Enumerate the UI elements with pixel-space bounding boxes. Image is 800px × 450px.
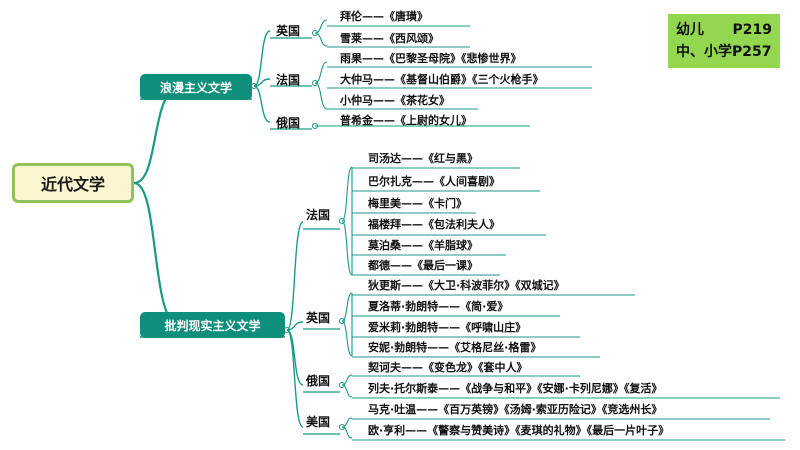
leaf-item: 司汤达——《红与黑》 bbox=[368, 152, 478, 165]
leaf-item: 爱米莉·勃朗特——《呼啸山庄》 bbox=[368, 321, 527, 334]
branch-realism: 批判现实主义文学 bbox=[140, 312, 285, 338]
country-realism-england: 英国 bbox=[306, 311, 331, 325]
country-romanticism-france: 法国 bbox=[276, 73, 301, 87]
leaf-item: 都德——《最后一课》 bbox=[368, 259, 478, 272]
country-romanticism-russia: 俄国 bbox=[276, 116, 301, 130]
leaf-item: 列夫·托尔斯泰——《战争与和平》《安娜·卡列尼娜》《复活》 bbox=[368, 382, 663, 395]
branch-romanticism: 浪漫主义文学 bbox=[140, 74, 252, 100]
root-label: 近代文学 bbox=[40, 175, 105, 194]
leaf-item: 狄更斯——《大卫·科波菲尔》《双城记》 bbox=[368, 279, 565, 292]
leaf-item: 夏洛蒂·勃朗特——《简·爱》 bbox=[368, 300, 509, 313]
branch-romanticism-label: 浪漫主义文学 bbox=[159, 80, 232, 95]
leaf-item: 安妮·勃朗特——《艾格尼丝·格雷》 bbox=[368, 341, 542, 354]
connector-root-romanticism bbox=[133, 86, 181, 185]
leaf-item: 普希金——《上尉的女儿》 bbox=[340, 114, 472, 127]
leaf-item: 马克·吐温——《百万英镑》《汤姆·索亚历险记》《竞选州长》 bbox=[368, 403, 663, 416]
leaf-item: 雪莱——《西风颂》 bbox=[340, 32, 439, 45]
branch-realism-label: 批判现实主义文学 bbox=[164, 318, 261, 333]
leaf-item: 欧·亨利——《警察与赞美诗》《麦琪的礼物》《最后一片叶子》 bbox=[368, 424, 670, 437]
leaf-item: 小仲马——《茶花女》 bbox=[340, 94, 450, 107]
country-realism-france: 法国 bbox=[306, 208, 331, 222]
note-page-kindergarten: P219 bbox=[732, 22, 772, 38]
leaf-item: 大仲马——《基督山伯爵》《三个火枪手》 bbox=[340, 73, 544, 86]
leaf-item: 巴尔扎克——《人间喜剧》 bbox=[368, 175, 500, 188]
leaf-item: 莫泊桑——《羊脂球》 bbox=[368, 239, 478, 252]
note-level-school: 中、小学P257 bbox=[676, 44, 772, 60]
leaf-item: 福楼拜——《包法利夫人》 bbox=[368, 218, 500, 231]
country-realism-russia: 俄国 bbox=[306, 374, 331, 388]
page-reference-note: 幼儿 P219 中、小学P257 bbox=[668, 14, 780, 68]
leaf-item: 雨果——《巴黎圣母院》《悲惨世界》 bbox=[340, 52, 522, 65]
connector-root-realism bbox=[133, 181, 181, 328]
note-level-kindergarten: 幼儿 bbox=[676, 22, 704, 38]
leaf-item: 契诃夫——《变色龙》《套中人》 bbox=[368, 361, 528, 374]
leaf-item: 拜伦——《唐璜》 bbox=[340, 10, 428, 23]
country-realism-usa: 美国 bbox=[306, 415, 331, 429]
root-node: 近代文学 bbox=[12, 163, 134, 203]
leaf-item: 梅里美——《卡门》 bbox=[368, 197, 467, 210]
country-romanticism-england: 英国 bbox=[276, 24, 301, 38]
